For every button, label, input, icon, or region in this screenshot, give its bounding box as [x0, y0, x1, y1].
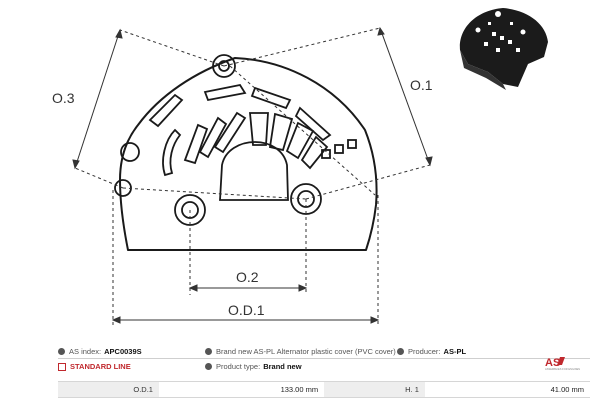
technical-drawing: O.3 O.1 O.2 O.D.1: [52, 26, 433, 325]
bullet-icon: [397, 348, 404, 355]
product-photo: [459, 8, 548, 90]
top-hole: [212, 54, 236, 78]
description-row: Brand new AS-PL Alternator plastic cover…: [205, 347, 399, 356]
as-pl-logo: AS ASSEMBLIES FOR ENGINES: [545, 357, 580, 371]
svg-text:ASSEMBLIES FOR ENGINES: ASSEMBLIES FOR ENGINES: [545, 367, 580, 371]
product-type-value: Brand new: [263, 362, 302, 371]
svg-text:AS: AS: [545, 357, 560, 369]
bullet-icon: [58, 348, 65, 355]
checkbox-icon: [58, 362, 66, 371]
divider: [58, 358, 590, 359]
standard-line-text: STANDARD LINE: [70, 362, 131, 371]
dim-label-o2: O.2: [236, 269, 259, 285]
standard-line-badge: STANDARD LINE: [58, 362, 131, 371]
bullet-icon: [205, 348, 212, 355]
product-type-label: Product type:: [216, 362, 261, 371]
dim-label-od1: O.D.1: [228, 302, 265, 318]
bullet-icon: [205, 363, 212, 370]
parameters-table: O.D.1 133.00 mm H. 1 41.00 mm: [58, 381, 590, 398]
dim-label-o3: O.3: [52, 90, 75, 106]
producer-value: AS-PL: [443, 347, 467, 356]
producer-label: Producer:: [408, 347, 441, 356]
description-text: Brand new AS-PL Alternator plastic cover…: [216, 347, 396, 356]
as-index-row: AS index: APC0039S: [58, 347, 142, 356]
cover-outline: [119, 57, 378, 251]
param-key: O.D.1: [58, 381, 159, 398]
center-block: [219, 141, 289, 201]
as-index-value: APC0039S: [104, 347, 142, 356]
as-index-label: AS index:: [69, 347, 102, 356]
param-value: 41.00 mm: [424, 381, 590, 398]
param-key: H. 1: [324, 381, 425, 398]
producer-row: Producer: AS-PL: [397, 347, 466, 356]
dim-label-o1: O.1: [410, 77, 433, 93]
param-value: 133.00 mm: [158, 381, 325, 398]
table-row: O.D.1 133.00 mm H. 1 41.00 mm: [58, 381, 590, 398]
product-type-row: Product type: Brand new: [205, 362, 302, 371]
left-ear: [120, 142, 140, 162]
